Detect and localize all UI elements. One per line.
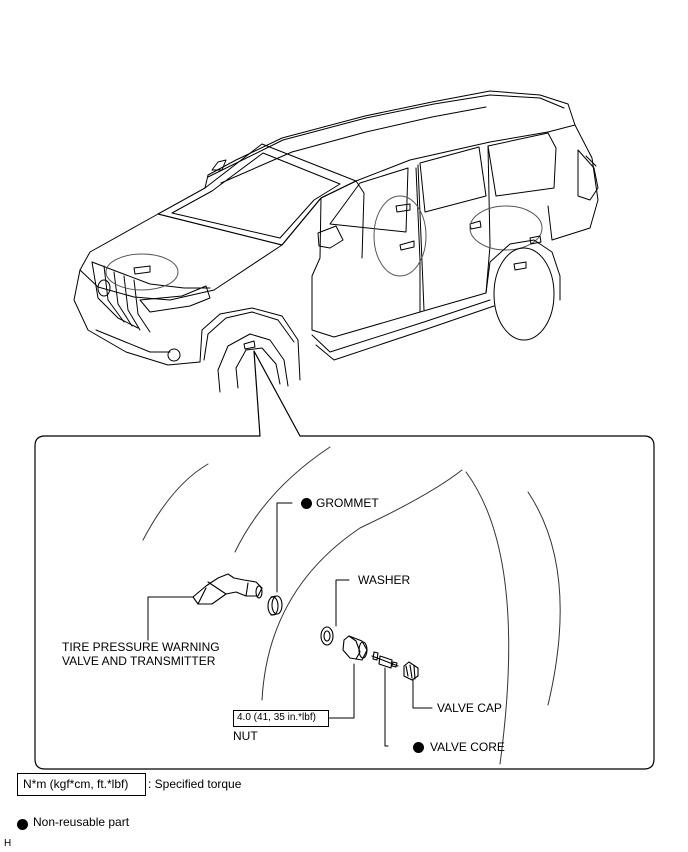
transmitter-part <box>192 573 263 605</box>
corner-mark: H <box>4 838 12 849</box>
torque-spec-box: 4.0 (41, 35 in.*lbf) <box>233 710 329 727</box>
grommet-part <box>267 595 283 616</box>
grommet-label: GROMMET <box>316 496 379 510</box>
nut-part <box>342 635 368 661</box>
transmitter-label-line2: VALVE AND TRANSMITTER <box>62 654 216 668</box>
legend-torque-box: N*m (kgf*cm, ft.*lbf) <box>17 773 146 796</box>
legend-non-reusable-dot <box>17 819 28 830</box>
valve-core-part <box>371 651 399 669</box>
grommet-non-reusable-dot <box>301 498 312 509</box>
valve-core-non-reusable-dot <box>413 742 424 753</box>
legend-torque-units: N*m (kgf*cm, ft.*lbf) <box>23 777 129 791</box>
legend-non-reusable-label: Non-reusable part <box>33 815 130 829</box>
vehicle-illustration <box>73 90 599 393</box>
washer-label: WASHER <box>358 573 411 587</box>
detail-callout-frame <box>34 350 655 770</box>
valve-cap-part <box>403 661 419 681</box>
leader-lines <box>147 502 433 747</box>
nut-label: NUT <box>233 729 258 743</box>
tire-sidewall-arcs <box>142 446 561 765</box>
washer-part <box>320 626 334 646</box>
valve-cap-label: VALVE CAP <box>437 701 502 715</box>
torque-value: 4.0 (41, 35 in.*lbf) <box>237 712 316 723</box>
legend-torque-meaning: : Specified torque <box>148 777 242 791</box>
valve-core-label: VALVE CORE <box>430 740 505 754</box>
transmitter-label-line1: TIRE PRESSURE WARNING <box>62 640 220 654</box>
